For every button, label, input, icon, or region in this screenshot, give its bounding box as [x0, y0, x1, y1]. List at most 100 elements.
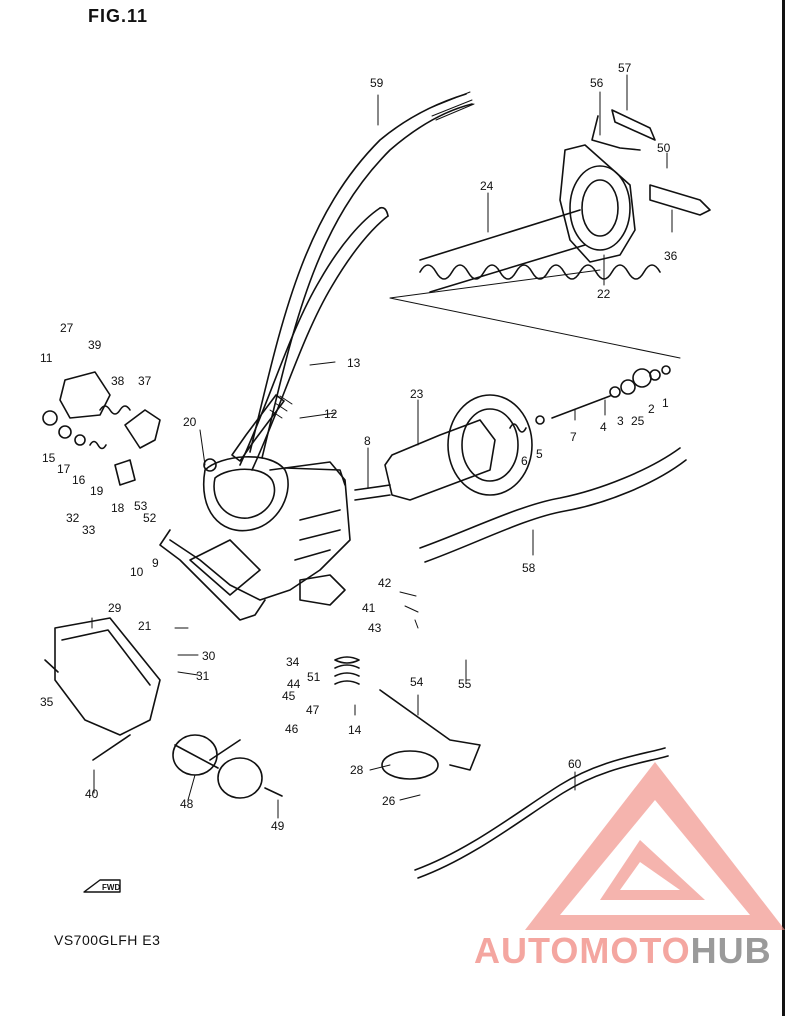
part-number: 56: [590, 76, 604, 90]
part-number: 4: [600, 420, 607, 434]
cable-60-drawing: [414, 747, 669, 879]
part-number: 22: [597, 287, 611, 301]
part-number: 8: [364, 434, 371, 448]
part-number: 15: [42, 451, 56, 465]
clip-56-drawing: [591, 115, 641, 151]
seat-25-drawing: [632, 368, 652, 388]
part-number: 29: [108, 601, 122, 615]
screw-18-drawing: [114, 459, 136, 486]
part-number: 52: [143, 511, 157, 525]
screw-1-drawing: [661, 365, 671, 375]
part-number: 58: [522, 561, 536, 575]
screw-35-drawing: [44, 659, 59, 673]
leader-lines-middle: [299, 361, 606, 556]
part-number: 13: [347, 356, 361, 370]
pin-49-drawing: [264, 787, 283, 797]
part-number: 18: [111, 501, 125, 515]
part-number: 3: [617, 414, 624, 428]
hose-fitting-12-drawing: [231, 394, 285, 462]
hose-58-drawing: [419, 447, 687, 563]
bracket-36-drawing: [649, 184, 711, 216]
part-number: 9: [152, 556, 159, 570]
washer-2-drawing: [649, 369, 661, 381]
carburetor-body-drawing: [159, 456, 351, 621]
part-number: 43: [368, 621, 382, 635]
part-number: 36: [664, 249, 678, 263]
cap-15-drawing: [42, 410, 58, 426]
part-number: 26: [382, 794, 396, 808]
part-number: 14: [348, 723, 362, 737]
diaphragm-cover-22-drawing: [559, 144, 636, 263]
watermark-text: AUTOMOTOHUB: [474, 930, 772, 972]
part-number: 40: [85, 787, 99, 801]
part-number: 30: [202, 649, 216, 663]
part-number: 39: [88, 338, 102, 352]
part-number: 6: [521, 454, 528, 468]
part-number: 10: [130, 565, 144, 579]
part-number: 59: [370, 76, 384, 90]
part-number: 34: [286, 655, 300, 669]
part-number: 49: [271, 819, 285, 833]
part-number: 31: [196, 669, 210, 683]
part-number: 33: [82, 523, 96, 537]
float-chamber-29-drawing: [54, 617, 161, 736]
figure-title: FIG.11: [88, 6, 149, 26]
spring-14-drawing: [334, 656, 360, 685]
spring-38-drawing: [99, 405, 131, 415]
part-number: 2: [648, 402, 655, 416]
part-number: 5: [536, 447, 543, 461]
part-number: 42: [378, 576, 392, 590]
part-number: 16: [72, 473, 86, 487]
forward-arrow-shape: [83, 879, 121, 893]
part-number: 44: [287, 677, 301, 691]
float-48-drawing: [172, 734, 263, 799]
part-number: 19: [90, 484, 104, 498]
oring-17-drawing: [58, 425, 72, 439]
part-number: 28: [350, 763, 364, 777]
plate-28-drawing: [381, 750, 439, 780]
part-number: 38: [111, 374, 125, 388]
part-number: 23: [410, 387, 424, 401]
jet-needle-7-drawing: [551, 395, 611, 419]
part-number: 48: [180, 797, 194, 811]
leader-lines-upper: [377, 74, 673, 286]
shaft-54-drawing: [379, 689, 481, 771]
model-code: VS700GLFH E3: [54, 932, 161, 948]
part-number: 55: [458, 677, 472, 691]
part-number: 32: [66, 511, 80, 525]
watermark-logo-icon: [525, 762, 785, 930]
screw-40-drawing: [92, 734, 131, 761]
page-edge-line: [782, 0, 785, 1016]
part-number: 53: [134, 499, 148, 513]
washer-16-drawing: [74, 434, 86, 446]
washer-5-drawing: [535, 415, 545, 425]
part-number: 27: [60, 321, 74, 335]
part-number: 12: [324, 407, 338, 421]
part-number: 57: [618, 61, 632, 75]
diaphragm-37-drawing: [124, 409, 161, 449]
spring-6-drawing: [509, 423, 527, 433]
leader-lines-bottom: [93, 704, 576, 819]
piston-valve-23-drawing: [354, 394, 533, 501]
part-number: 24: [480, 179, 494, 193]
part-number: 41: [362, 601, 376, 615]
forward-marker-label: FWD: [102, 883, 120, 892]
assembly-guide-lines: [389, 269, 681, 359]
part-number: 54: [410, 675, 424, 689]
leader-lines-lower: [91, 429, 467, 716]
spring-24-drawing: [419, 209, 661, 293]
part-number: 20: [183, 415, 197, 429]
part-number: 25: [631, 414, 645, 428]
part-number: 11: [40, 351, 53, 365]
spring-19-drawing: [89, 440, 107, 450]
part-number-labels: 1 2 3 4 5 6 7 8 9 10 11 12 13 14 15 16 1…: [40, 61, 678, 892]
washer-4-drawing: [609, 386, 621, 398]
watermark-text-colored: AUTOMOTO: [474, 930, 691, 971]
part-number: 51: [307, 670, 321, 684]
part-number: 7: [570, 430, 577, 444]
hose-59-drawing: [249, 91, 475, 459]
part-number: 46: [285, 722, 299, 736]
cover-39-drawing: [59, 371, 111, 419]
pipe-57-drawing: [611, 109, 656, 141]
